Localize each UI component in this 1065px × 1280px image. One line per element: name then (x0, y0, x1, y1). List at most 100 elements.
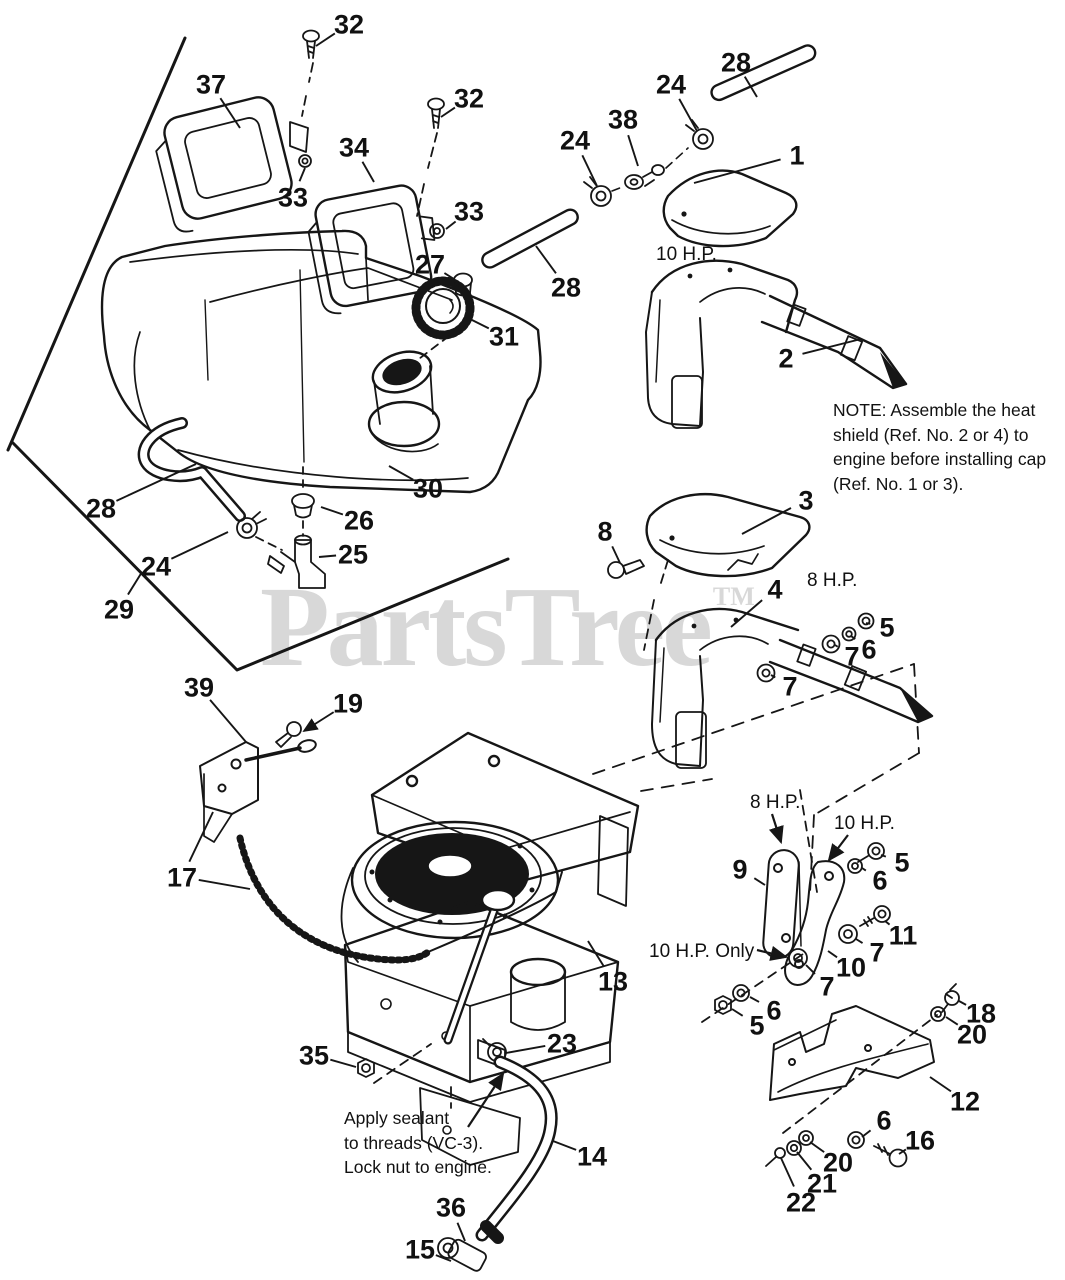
heat-shield-4-8hp (651, 607, 934, 769)
callout-34: 34 (339, 133, 375, 183)
watermark-text: PartsTree (260, 563, 713, 690)
fuel-cap-31 (410, 276, 475, 366)
sealant-note: Apply sealant to threads (VC-3). Lock nu… (344, 1108, 492, 1177)
washer-7b (756, 663, 776, 683)
callout-number: 25 (338, 540, 368, 570)
hp-variant-label: 10 H.P. (656, 244, 717, 265)
callout-9: 9 (732, 855, 766, 886)
callout-28: 28 (721, 48, 758, 98)
callout-number: 36 (436, 1193, 466, 1223)
callout-number: 12 (950, 1087, 980, 1117)
washer-7a (821, 634, 841, 654)
callout-6: 6 (850, 635, 877, 665)
callout-number: 5 (749, 1011, 764, 1041)
callout-number: 37 (196, 70, 226, 100)
callout-number: 5 (879, 613, 894, 643)
callout-30: 30 (388, 465, 443, 504)
callout-number: 22 (786, 1188, 816, 1218)
fuel-tank-30 (100, 229, 542, 494)
washer-6d (847, 1131, 865, 1149)
control-bracket-39 (199, 739, 317, 843)
callout-1: 1 (693, 141, 805, 184)
callout-number: 29 (104, 595, 134, 625)
callout-number: 11 (889, 921, 918, 951)
hp-variant-label: 10 H.P. (834, 813, 895, 834)
screw-18 (941, 983, 960, 1013)
callout-13: 13 (587, 940, 628, 997)
callout-6: 6 (861, 1106, 892, 1138)
callout-number: 1 (789, 141, 804, 171)
bracket-12 (769, 1005, 938, 1134)
callout-12: 12 (929, 1076, 980, 1117)
callout-25: 25 (318, 540, 368, 570)
callout-number: 38 (608, 105, 638, 135)
callout-number: 6 (872, 866, 887, 896)
callout-27: 27 (415, 250, 455, 280)
pointer-arrow (467, 1072, 505, 1128)
callout-37: 37 (196, 70, 241, 129)
alignment-dashes-fuel-line (611, 147, 689, 192)
callout-number: 30 (413, 474, 443, 504)
callout-number: 7 (869, 938, 884, 968)
callout-number: 32 (334, 10, 364, 40)
callout-number: 7 (819, 972, 834, 1002)
callout-7: 7 (805, 964, 835, 1002)
bolt-5b (857, 842, 885, 863)
callout-4: 4 (730, 575, 783, 628)
heat-shield-cap-1 (662, 169, 798, 248)
nut-21 (786, 1140, 802, 1156)
callout-10: 10 (827, 950, 866, 983)
pointer-arrow (827, 834, 849, 862)
callout-number: 24 (656, 70, 686, 100)
callout-number: 23 (547, 1029, 577, 1059)
callout-17: 17 (167, 811, 251, 893)
callout-number: 3 (798, 486, 813, 516)
callout-5: 5 (865, 613, 895, 643)
callout-number: 8 (597, 517, 612, 547)
elbow-fitting-25 (267, 534, 326, 589)
bolt-11 (859, 905, 891, 927)
screw-32a (301, 29, 320, 117)
callout-number: 10 (836, 953, 866, 983)
callout-number: 33 (278, 183, 308, 213)
callout-21: 21 (796, 1151, 837, 1199)
hp-variant-label: 10 H.P. Only (649, 941, 755, 962)
washer-20b (798, 1130, 814, 1146)
callout-number: 6 (766, 996, 781, 1026)
callout-number: 33 (454, 197, 484, 227)
callout-number: 14 (577, 1142, 607, 1172)
callout-35: 35 (299, 1041, 357, 1071)
fuel-hose-28a (137, 417, 246, 522)
callout-number: 17 (167, 863, 197, 893)
callout-number: 28 (551, 273, 581, 303)
clamp-24c (236, 511, 283, 551)
callout-14: 14 (552, 1140, 607, 1172)
callout-32: 32 (315, 10, 364, 47)
connector-38 (624, 164, 665, 190)
callout-7: 7 (855, 938, 885, 968)
screw-32b (416, 97, 445, 217)
callout-number: 4 (767, 575, 782, 605)
grommet-frame-37 (155, 96, 293, 233)
callout-number: 24 (141, 552, 171, 582)
callout-31: 31 (469, 318, 519, 352)
grommet-frame-34 (307, 184, 436, 315)
callout-number: 19 (333, 689, 363, 719)
callout-number: 21 (807, 1169, 837, 1199)
washer-6b (847, 858, 863, 874)
clamp-24b (685, 119, 714, 150)
callout-number: 7 (844, 642, 859, 672)
callout-24: 24 (560, 126, 598, 187)
callout-layer: 3237333432332728243824281230312625282429… (86, 10, 996, 1265)
callout-3: 3 (741, 486, 814, 535)
callout-20: 20 (945, 1016, 987, 1050)
callout-7: 7 (834, 642, 860, 672)
callout-8: 8 (597, 517, 621, 564)
callout-28: 28 (86, 463, 197, 524)
washer-20a (930, 1006, 946, 1022)
callout-24: 24 (656, 70, 698, 132)
fuel-hose-14 (475, 1055, 558, 1244)
fuel-line-28b (481, 208, 579, 269)
